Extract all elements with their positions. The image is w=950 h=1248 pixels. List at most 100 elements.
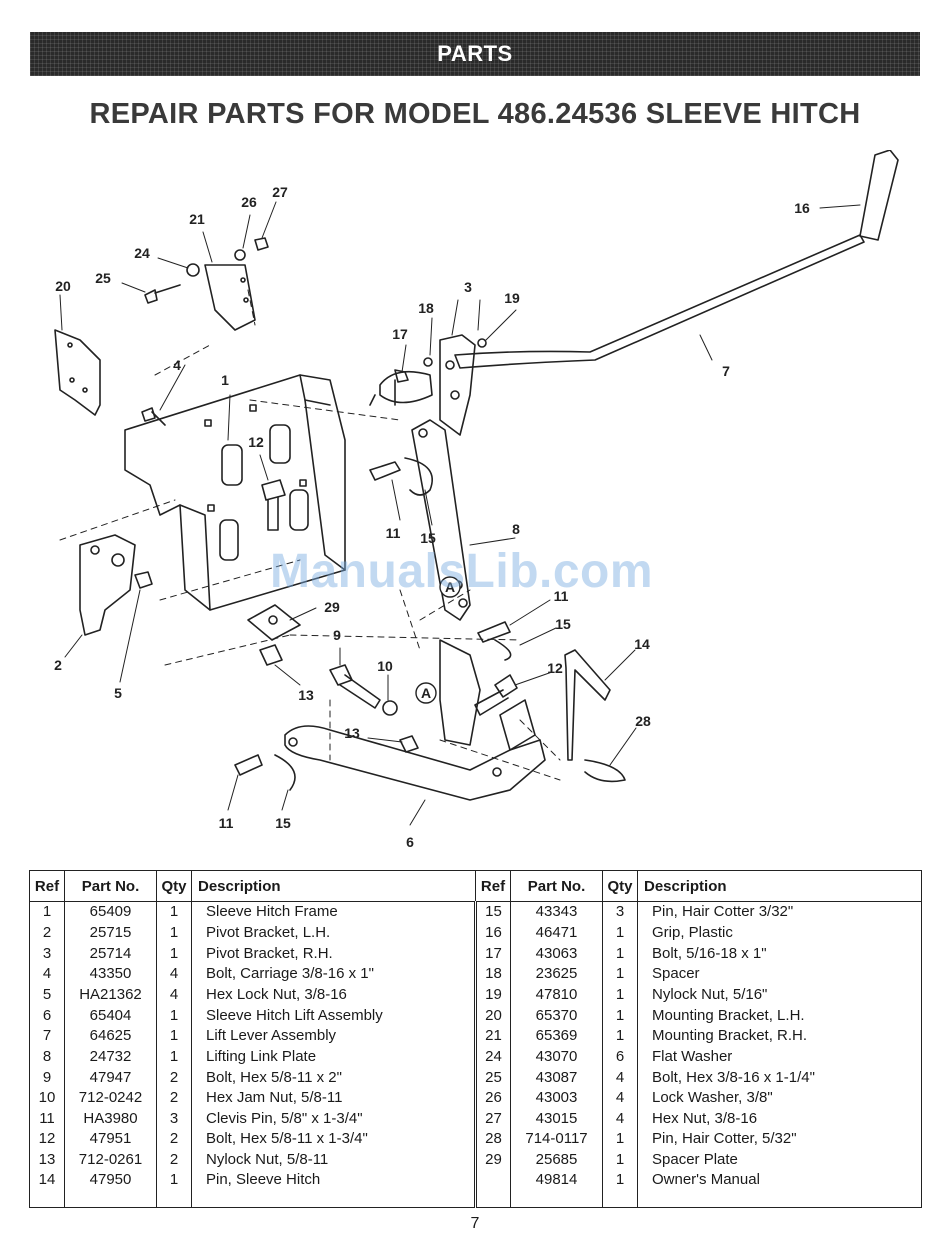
callout-10: 10 — [377, 658, 393, 674]
cell-qty-2: 1 — [602, 943, 638, 964]
cell-ref: 9 — [29, 1067, 65, 1088]
cell-description: Pivot Bracket, L.H. — [191, 922, 476, 944]
callout-24: 24 — [134, 245, 150, 261]
cell-part-no-2: 43003 — [510, 1087, 603, 1109]
cell-qty-2: 6 — [602, 1046, 638, 1068]
cell-description: Sleeve Hitch Lift Assembly — [191, 1005, 476, 1026]
cell-part-no-2: 65370 — [510, 1005, 603, 1026]
callout-28: 28 — [635, 713, 651, 729]
cell-description: Clevis Pin, 5/8" x 1-3/4" — [191, 1108, 476, 1130]
cell-part-no-2: 43015 — [510, 1108, 603, 1130]
callout-20: 20 — [55, 278, 71, 294]
cell-ref: 14 — [29, 1170, 65, 1209]
cell-description-2: Pin, Hair Cotter 3/32" — [637, 901, 922, 923]
cell-part-no-2: 47810 — [510, 984, 603, 1006]
cell-part-no-2: 49814 — [510, 1170, 603, 1209]
cell-ref: 7 — [29, 1025, 65, 1047]
marker-a-circle-upper — [439, 576, 461, 598]
mounting-bracket-rh — [204, 264, 256, 331]
cell-qty-2: 1 — [602, 984, 638, 1006]
cell-part-no-2: 43070 — [510, 1046, 603, 1068]
cell-part-no-2: 714-0117 — [510, 1129, 603, 1150]
cell-ref: 1 — [29, 901, 65, 923]
callout-13-b: 13 — [344, 725, 360, 741]
cell-ref-2: 29 — [474, 1149, 511, 1171]
cell-ref: 5 — [29, 984, 65, 1006]
callout-15-b: 15 — [555, 616, 571, 632]
spacer-plate — [247, 604, 301, 641]
cell-part-no-2: 43063 — [510, 943, 603, 964]
cell-ref-2: 20 — [474, 1005, 511, 1026]
cell-qty: 4 — [156, 984, 192, 1006]
cell-ref-2 — [474, 1170, 511, 1209]
cell-description: Pivot Bracket, R.H. — [191, 943, 476, 964]
callout-15-c: 15 — [275, 815, 291, 831]
cell-description: Hex Lock Nut, 3/8-16 — [191, 984, 476, 1006]
cell-description: Bolt, Hex 5/8-11 x 2" — [191, 1067, 476, 1088]
callout-9: 9 — [333, 627, 341, 643]
cell-ref-2: 15 — [474, 901, 511, 923]
callout-27: 27 — [272, 184, 288, 200]
cell-description: Nylock Nut, 5/8-11 — [191, 1149, 476, 1171]
cell-part-no: 47950 — [64, 1170, 157, 1209]
col-header-part-no-2: Part No. — [510, 870, 603, 902]
cell-part-no: 47947 — [64, 1067, 157, 1088]
cell-description-2: Spacer Plate — [637, 1149, 922, 1171]
cell-description-2: Nylock Nut, 5/16" — [637, 984, 922, 1006]
cell-ref-2: 17 — [474, 943, 511, 964]
cell-description-2: Bolt, 5/16-18 x 1" — [637, 943, 922, 964]
marker-a-circle-lower — [415, 682, 437, 704]
cell-description-2: Mounting Bracket, L.H. — [637, 1005, 922, 1026]
cell-qty-2: 1 — [602, 1170, 638, 1209]
cell-ref: 8 — [29, 1046, 65, 1068]
cell-part-no: 64625 — [64, 1025, 157, 1047]
cell-ref-2: 27 — [474, 1108, 511, 1130]
cell-description: Pin, Sleeve Hitch — [191, 1170, 476, 1209]
cell-qty: 2 — [156, 1149, 192, 1171]
callout-1: 1 — [221, 372, 229, 388]
marker-a-upper: A — [445, 579, 455, 595]
cell-ref: 12 — [29, 1129, 65, 1150]
cell-part-no: HA3980 — [64, 1108, 157, 1130]
col-header-qty-2: Qty — [602, 870, 638, 902]
cell-qty: 1 — [156, 1025, 192, 1047]
cell-ref: 11 — [29, 1108, 65, 1130]
cell-qty-2: 1 — [602, 963, 638, 985]
cell-part-no: 43350 — [64, 963, 157, 985]
parts-banner: PARTS — [30, 32, 920, 76]
callout-13-a: 13 — [298, 687, 314, 703]
cell-part-no: HA21362 — [64, 984, 157, 1006]
cell-ref-2: 24 — [474, 1046, 511, 1068]
callout-6: 6 — [406, 834, 414, 850]
pivot-bracket-lh — [79, 534, 136, 636]
col-header-ref-2: Ref — [475, 870, 511, 902]
callout-19: 19 — [504, 290, 520, 306]
callout-26: 26 — [241, 194, 257, 210]
cell-ref: 13 — [29, 1149, 65, 1171]
cell-ref: 2 — [29, 922, 65, 944]
cell-ref-2: 18 — [474, 963, 511, 985]
cell-qty-2: 1 — [602, 1149, 638, 1171]
cell-description-2: Lock Washer, 3/8" — [637, 1087, 922, 1109]
cell-qty: 1 — [156, 901, 192, 923]
cell-description: Bolt, Hex 5/8-11 x 1-3/4" — [191, 1129, 476, 1150]
col-header-ref: Ref — [29, 870, 65, 902]
cell-part-no: 65404 — [64, 1005, 157, 1026]
cell-description: Bolt, Carriage 3/8-16 x 1" — [191, 963, 476, 985]
cell-ref-2: 26 — [474, 1087, 511, 1109]
callout-4: 4 — [173, 357, 181, 373]
watermark: ManualsLib.com — [270, 545, 654, 598]
cell-qty-2: 1 — [602, 1129, 638, 1150]
cell-qty: 2 — [156, 1087, 192, 1109]
cell-part-no: 24732 — [64, 1046, 157, 1068]
cell-description-2: Pin, Hair Cotter, 5/32" — [637, 1129, 922, 1150]
callout-11-a: 11 — [386, 525, 401, 541]
